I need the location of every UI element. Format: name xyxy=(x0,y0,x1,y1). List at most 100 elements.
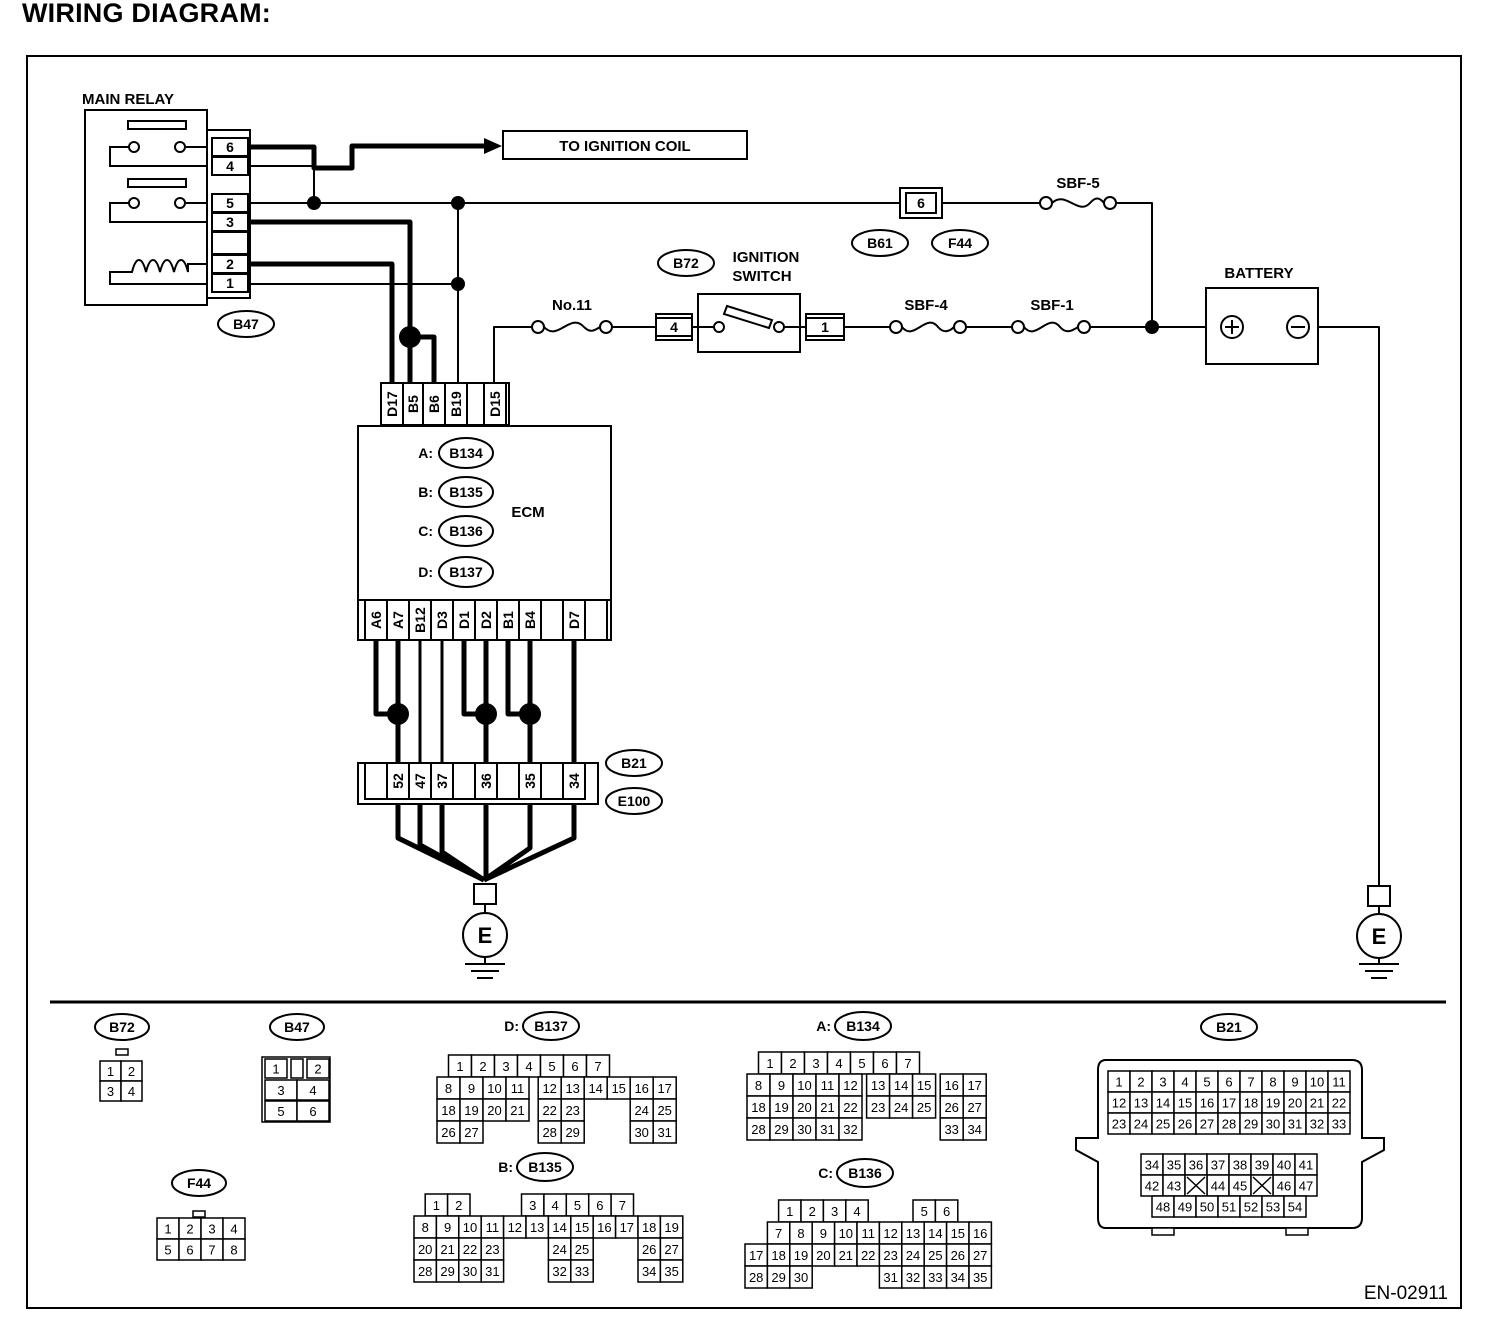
fuse-element-icon xyxy=(901,321,955,333)
connector-cell-label: 13 xyxy=(871,1078,885,1093)
b21-pin-label: 47 xyxy=(412,773,428,789)
ground-label: E xyxy=(1372,924,1387,949)
connector-cell-label: 20 xyxy=(418,1242,432,1257)
connector-cell-label: 13 xyxy=(565,1081,579,1096)
connector-cell-label: 22 xyxy=(542,1103,556,1118)
connector-cell-label: 1 xyxy=(107,1064,114,1079)
connector-cell-label: 15 xyxy=(611,1081,625,1096)
connector-cell xyxy=(1283,1195,1307,1218)
connector-cell xyxy=(1327,1112,1351,1135)
connector-cell-label: 8 xyxy=(797,1226,804,1241)
relay-pin xyxy=(211,273,249,293)
connector-cell-label: 11 xyxy=(861,1226,875,1241)
fuse-terminal-icon xyxy=(1077,320,1091,334)
legend-prefix-b136: C: xyxy=(818,1165,833,1181)
ecm-top-pin-label: D15 xyxy=(487,391,503,417)
connector-cell-label: 7 xyxy=(775,1226,782,1241)
connector-cell-label: 9 xyxy=(820,1226,827,1241)
junction-dot xyxy=(387,703,409,725)
wire-a6 xyxy=(373,640,398,717)
connector-cell-label: 27 xyxy=(967,1100,981,1115)
b61-connector: 6 B61 F44 xyxy=(851,187,989,257)
connector-cell-label: 28 xyxy=(749,1270,763,1285)
b21-pin xyxy=(562,762,586,800)
connector-cell-label: 47 xyxy=(1299,1179,1313,1194)
ecm-top-pin-label: B6 xyxy=(426,395,442,413)
connector-cell-label: 23 xyxy=(883,1248,897,1263)
connector-cell-label: 4 xyxy=(230,1222,237,1237)
junction-dot xyxy=(475,703,497,725)
connector-cell-label: 40 xyxy=(1277,1158,1291,1173)
connector-cell-label: 11 xyxy=(821,1078,835,1093)
connector-cell-label: 22 xyxy=(463,1242,477,1257)
connector-cell-label: 15 xyxy=(951,1226,965,1241)
relay-pins: 6 4 5 3 2 1 xyxy=(211,137,249,293)
connector-cell-label: 28 xyxy=(542,1125,556,1140)
connector-cell-label: 18 xyxy=(441,1103,455,1118)
legend-tag-b21 xyxy=(1200,1013,1258,1041)
connector-cell-label: 2 xyxy=(789,1056,796,1071)
fuse-sbf5: SBF-5 xyxy=(1039,175,1117,210)
connector-cell-label: 4 xyxy=(309,1083,316,1098)
connector-cell xyxy=(296,1100,330,1122)
connector-cell-label: 31 xyxy=(820,1122,834,1137)
connector-cell-label: 21 xyxy=(839,1248,853,1263)
arrow-icon xyxy=(484,138,502,154)
fuse-terminal-icon xyxy=(953,320,967,334)
connector-cell-label: 26 xyxy=(642,1242,656,1257)
ground-ecm: E xyxy=(462,883,508,979)
connector-cell-label: 5 xyxy=(164,1243,171,1258)
connector-cell-label: 34 xyxy=(967,1122,981,1137)
page-title: WIRING DIAGRAM: xyxy=(22,0,271,28)
connector-cell-label: 8 xyxy=(422,1220,429,1235)
connector-cell-label: 4 xyxy=(128,1084,135,1099)
fuse-terminal-icon xyxy=(889,320,903,334)
connector-cell-label: 4 xyxy=(552,1198,559,1213)
connector-cell-label: 54 xyxy=(1288,1200,1302,1215)
connector-cell-label: 13 xyxy=(906,1226,920,1241)
ecm-row-prefix: D: xyxy=(418,564,433,580)
relay-pin-label: 5 xyxy=(226,195,234,211)
connector-cell-label: 33 xyxy=(1332,1117,1346,1132)
connector-cell-label: 37 xyxy=(1211,1158,1225,1173)
connector-cell-label: 33 xyxy=(928,1270,942,1285)
connector-cell xyxy=(789,1265,813,1289)
b21-pin xyxy=(496,762,520,800)
connector-cell-label: 7 xyxy=(208,1243,215,1258)
connector-cell-label: 22 xyxy=(1332,1096,1346,1111)
b21-pin xyxy=(540,762,564,800)
connector-cell-label: 23 xyxy=(565,1103,579,1118)
ecm-top-pin xyxy=(466,382,485,426)
junction-dot xyxy=(451,277,465,291)
connector-tag-f44 xyxy=(931,229,989,257)
connector-cell-label: 13 xyxy=(530,1220,544,1235)
connector-cell-label: 25 xyxy=(928,1248,942,1263)
connector-cell-label: 27 xyxy=(464,1125,478,1140)
connector-cell-label: 7 xyxy=(1247,1075,1254,1090)
connector-cell-label: 30 xyxy=(794,1270,808,1285)
connector-cell-label: 1 xyxy=(786,1204,793,1219)
connector-cell-label: 6 xyxy=(1225,1075,1232,1090)
legend-tag-b136 xyxy=(836,1158,894,1188)
ecm-bottom-pin-label: B1 xyxy=(500,611,516,629)
connector-cell-label: 50 xyxy=(1200,1200,1214,1215)
connector-cell-label: 21 xyxy=(820,1100,834,1115)
diagram-frame xyxy=(26,55,1462,1309)
connector-cell-label: 29 xyxy=(774,1122,788,1137)
connector-cell-label: 1 xyxy=(456,1059,463,1074)
legend-prefix-b137: D: xyxy=(504,1018,519,1034)
connector-cell-label: 20 xyxy=(816,1248,830,1263)
connector-cell-label: 6 xyxy=(596,1198,603,1213)
relay-pin-label: 2 xyxy=(226,256,234,272)
ecm-label: ECM xyxy=(511,504,544,521)
connector-cell-label: 20 xyxy=(797,1100,811,1115)
relay-coil-icon xyxy=(109,259,207,285)
wire-relay3-b5 xyxy=(250,219,413,383)
fuse-no11-label: No.11 xyxy=(552,297,592,314)
connector-cell-label: 5 xyxy=(921,1204,928,1219)
connector-cell-label: 49 xyxy=(1178,1200,1192,1215)
connector-cell-label: 10 xyxy=(1310,1075,1324,1090)
